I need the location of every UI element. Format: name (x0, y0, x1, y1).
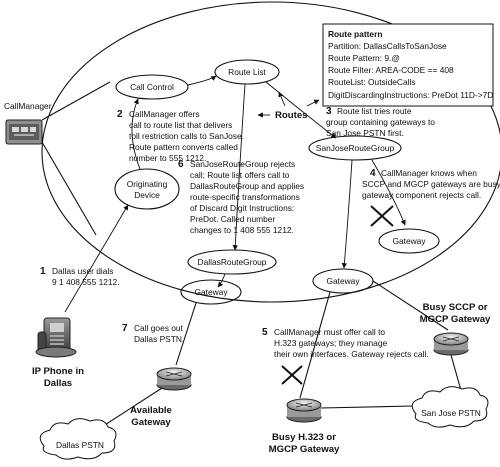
gateway-dallas-node (180, 279, 242, 305)
route-pattern-line: Route Pattern: 9.@ (328, 53, 400, 63)
dallas-pstn-cloud (39, 418, 117, 460)
step-number: 1 (40, 266, 46, 277)
step-text: Dallas user dials (52, 266, 113, 276)
busy-h323-label: Busy H.323 or (272, 432, 336, 443)
arrow-routelist-to-sanjose (265, 81, 337, 139)
busy-sccp-label: MGCP Gateway (420, 314, 491, 325)
rejected-x-icon (370, 205, 394, 227)
gateway-sanjose-label: Gateway (326, 276, 360, 286)
link-h323-to-sanjose-pstn (320, 405, 414, 409)
step-number: 7 (122, 323, 128, 334)
link-gateway-to-h323 (299, 291, 331, 399)
step-text: call to route list that delivers (129, 120, 232, 130)
step-text: number to 555 1212. (129, 153, 206, 163)
callmanager-boundary (41, 1, 500, 303)
step-text: route-specific transformations (190, 192, 300, 202)
busy-sccp-label: Busy SCCP or (423, 302, 488, 313)
dallas-route-group-node (187, 249, 277, 275)
dallas-route-group-label: DallasRouteGroup (198, 257, 267, 267)
step-number: 4 (370, 168, 376, 179)
call-control-label: Call Control (130, 82, 174, 92)
sanjose-route-group-node (308, 135, 402, 161)
step-text: call; Route list offers call to (190, 170, 290, 180)
step-text: toll restriction calls to SanJose. (129, 131, 244, 141)
callmanager-server-icon (5, 119, 43, 145)
gateway-busy-node (378, 228, 440, 254)
connector-line (41, 141, 97, 236)
route-pattern-line: Route Filter: AREA-CODE == 408 (328, 65, 454, 75)
step-text: CallManager offers (129, 109, 200, 119)
route-list-label: Route List (228, 67, 266, 77)
sanjose-pstn-label: San Jose PSTN (421, 408, 481, 418)
available-gateway-label: Available (130, 405, 172, 416)
busy-h323-router-icon (286, 398, 322, 423)
step-text: 9 1 408 555 1212. (52, 277, 120, 287)
link-available-to-dallas-pstn (96, 387, 163, 431)
originating-device-node (114, 168, 180, 210)
step-text: Route pattern converts called (129, 142, 238, 152)
originating-device-label: Originating (127, 179, 168, 189)
available-gateway-label: Gateway (131, 417, 171, 428)
arrow-callcontrol-to-routelist (187, 75, 217, 86)
step-number: 6 (178, 159, 184, 170)
step-text: H.323 gateways; they manage (274, 338, 387, 348)
arrow-sanjose-to-gateway (341, 159, 353, 269)
step-text: SanJoseRouteGroup rejects (190, 159, 295, 169)
route-pattern-box: Route pattern Partition: DallasCallsToSa… (322, 23, 494, 107)
link-sccp-to-sanjose-pstn (450, 354, 463, 395)
step-text: gateway component rejects call. (362, 190, 481, 200)
step-text: Route list tries route (337, 106, 412, 116)
step-text: of Discard Digit Instructions: (190, 203, 294, 213)
step-text: group containing gateways to (326, 117, 435, 127)
route-pattern-line: DigitDiscardingInstructions: PreDot 11D-… (328, 90, 493, 100)
ip-phone-label: Dallas (44, 378, 72, 389)
step-number: 2 (117, 109, 123, 120)
step-text: their own interfaces. Gateway rejects ca… (274, 349, 429, 359)
ip-phone-label: IP Phone in (32, 366, 84, 377)
step-text: CallManager knows when (381, 168, 477, 178)
link-gateway-to-sccp (372, 280, 449, 331)
arrow-originating-to-callcontrol (131, 98, 141, 170)
link-gateway-to-available (175, 302, 197, 366)
step-text: Dallas PSTN. (134, 334, 184, 344)
step-number: 3 (326, 106, 332, 117)
arrow-routelist-to-dallas (232, 83, 246, 251)
route-pattern-line: RouteList: OutsideCalls (328, 77, 416, 87)
step-text: SCCP and MGCP gateways are busy; (362, 179, 500, 189)
busy-sccp-router-icon (433, 332, 469, 356)
available-gateway-router-icon (156, 367, 192, 391)
sanjose-route-group-label: SanJoseRouteGroup (316, 143, 395, 153)
call-control-node (115, 74, 189, 100)
sanjose-pstn-cloud (411, 386, 489, 428)
step-text: San Jose PSTN first. (326, 128, 404, 138)
step-text: changes to 1 408 555 1212. (190, 225, 294, 235)
dallas-pstn-label: Dallas PSTN (56, 440, 104, 450)
routes-label: Routes (275, 110, 308, 121)
ip-phone-icon (35, 317, 77, 358)
route-pattern-title: Route pattern (328, 29, 382, 39)
routes-arrow (278, 91, 286, 107)
callmanager-label: CallManager (4, 101, 52, 111)
step-text: PreDot. Called number (190, 214, 275, 224)
originating-device-label: Device (134, 190, 160, 200)
route-pattern-line: Partition: DallasCallsToSanJose (328, 41, 447, 51)
step-number: 5 (262, 327, 268, 338)
busy-h323-label: MGCP Gateway (269, 444, 340, 455)
rejected-x-icon (281, 365, 303, 385)
step-text: CallManager must offer call to (274, 327, 385, 337)
step-text: DallasRouteGroup and applies (190, 181, 304, 191)
step-text: Call goes out (134, 323, 184, 333)
gateway-dallas-label: Gateway (194, 287, 228, 297)
connector-line (41, 81, 111, 121)
route-list-node (214, 59, 280, 85)
gateway-busy-label: Gateway (392, 236, 426, 246)
routes-arrow (306, 99, 320, 107)
arrow-sanjose-to-gateway-busy (371, 159, 406, 226)
link-phone-to-originating (64, 204, 129, 313)
